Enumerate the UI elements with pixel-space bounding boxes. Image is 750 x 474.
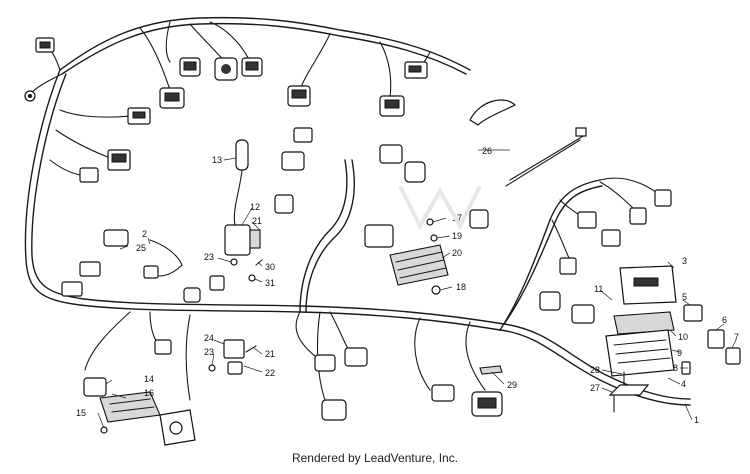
- callout-3: 3: [682, 256, 687, 266]
- ring-terminal: [24, 90, 36, 102]
- callout-6: 6: [722, 315, 727, 325]
- connector-center-a: [274, 194, 294, 214]
- connector-left-c: [183, 275, 225, 303]
- fuse-block-part-16: [99, 391, 161, 423]
- callout-19: 19: [452, 231, 462, 241]
- callout-23a: 23: [204, 252, 214, 262]
- connector-lower-left-a: [154, 339, 172, 355]
- relay-part-22: [223, 339, 245, 375]
- connector-c4: [79, 167, 99, 183]
- small-nut-31: [248, 274, 256, 282]
- callout-16: 16: [144, 388, 154, 398]
- connector-right-b: [629, 207, 647, 225]
- connector-c7: [214, 57, 238, 81]
- regulator-part-20: [364, 224, 449, 286]
- callout-26: 26: [482, 146, 492, 156]
- connector-c8: [241, 57, 263, 77]
- relay-part-12: [224, 224, 261, 256]
- callout-23b: 23: [204, 347, 214, 357]
- callout-10: 10: [678, 332, 688, 342]
- relay-part-7: [725, 347, 741, 365]
- connector-right-c: [577, 211, 621, 247]
- connector-c1: [35, 37, 55, 53]
- sensor-bottom: [159, 409, 196, 446]
- screw-30: [255, 259, 263, 266]
- callout-9: 9: [677, 348, 682, 358]
- callout-8: 8: [673, 363, 678, 373]
- callout-27: 27: [590, 383, 600, 393]
- connector-c5: [159, 87, 185, 109]
- connector-left-b: [61, 261, 101, 297]
- fuse-panel-part-10: [613, 311, 675, 335]
- connector-c6: [179, 57, 201, 77]
- callout-18: 18: [456, 282, 466, 292]
- callout-28: 28: [590, 365, 600, 375]
- callout-25: 25: [136, 243, 146, 253]
- callout-22: 22: [265, 368, 275, 378]
- callout-20: 20: [452, 248, 462, 258]
- fuse-cover-part-3: [619, 265, 677, 305]
- bracket-part-27: [608, 384, 650, 413]
- callout-5: 5: [682, 292, 687, 302]
- connector-part-14: [83, 377, 107, 397]
- callout-14: 14: [144, 374, 154, 384]
- connector-c9: [287, 85, 311, 107]
- screw-part-15: [100, 426, 108, 434]
- callout-1: 1: [694, 415, 699, 425]
- footer-credit: Rendered by LeadVenture, Inc.: [291, 451, 459, 465]
- connector-lower-center-d: [431, 384, 455, 402]
- callout-11: 11: [594, 284, 603, 294]
- callout-7: 7: [734, 332, 739, 342]
- callout-4: 4: [681, 379, 686, 389]
- connector-lower-center-b: [344, 347, 368, 367]
- connector-center-d: [469, 209, 489, 229]
- nut-23b: [208, 364, 216, 372]
- callout-12: 12: [250, 202, 260, 212]
- connector-center-b: [281, 127, 313, 171]
- small-nut-23: [230, 258, 238, 266]
- callout-21b: 21: [265, 349, 275, 359]
- callout-29: 29: [507, 380, 517, 390]
- connector-lower-center-c: [321, 399, 347, 421]
- callout-13: 13: [212, 155, 222, 165]
- upper-left-branches: [31, 21, 431, 177]
- connector-lower-center-e: [471, 391, 503, 417]
- connector-c10: [379, 95, 405, 117]
- connector-c3: [107, 149, 131, 171]
- callout-31: 31: [265, 278, 275, 288]
- leader-lines: [97, 149, 737, 429]
- coil-part-13: [233, 139, 249, 226]
- relay-part-5: [683, 304, 703, 322]
- callout-24: 24: [204, 333, 214, 343]
- connector-center-c: [379, 144, 426, 183]
- connector-part-25: [103, 229, 129, 247]
- callout-2: 2: [142, 229, 147, 239]
- screw-21b: [245, 345, 257, 353]
- callout-15: 15: [76, 408, 86, 418]
- relay-part-6: [707, 329, 725, 349]
- connector-c2: [127, 107, 151, 125]
- main-harness: [24, 16, 691, 406]
- callout-30: 30: [265, 262, 275, 272]
- connector-right-d: [559, 257, 577, 275]
- connector-c11: [404, 61, 428, 79]
- fuse-part-2: [143, 239, 183, 279]
- connector-lower-center-a: [314, 354, 336, 372]
- cable-strap: [469, 99, 587, 187]
- connector-right-e: [539, 291, 595, 324]
- fuse-base-part-9: [605, 329, 675, 377]
- watermark-logo: [340, 166, 540, 306]
- connector-right-a: [654, 189, 672, 207]
- callout-21a: 21: [252, 216, 262, 226]
- tie-part-29: [479, 365, 503, 375]
